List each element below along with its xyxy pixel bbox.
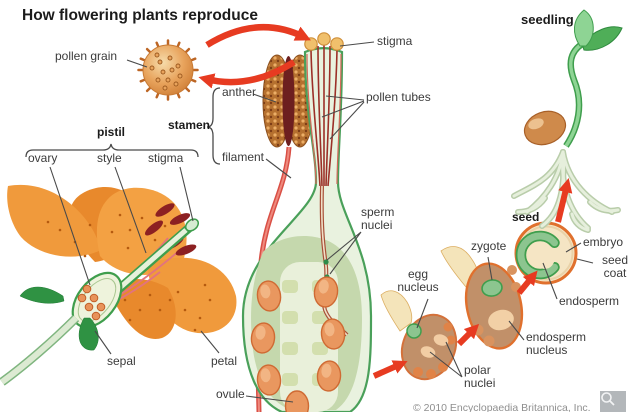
sperm-nucleus-dot xyxy=(323,259,329,265)
pistil-bracket xyxy=(25,143,199,158)
label-embryo: embryo xyxy=(583,235,624,249)
label-style: style xyxy=(97,151,122,165)
seedling-leaf xyxy=(581,26,623,51)
label-ovary: ovary xyxy=(28,151,58,165)
pollen-tubes-shape xyxy=(310,44,338,187)
flower-ovules xyxy=(77,284,106,321)
arrow-anther-to-pollen xyxy=(198,59,296,89)
label-zygote: zygote xyxy=(471,239,507,253)
stigma-lobes xyxy=(304,32,344,51)
label-sperm-nuclei: sperm nuclei xyxy=(361,205,395,233)
ovule-stage-zygote xyxy=(440,246,524,350)
label-seedling: seedling xyxy=(521,12,574,27)
arrow-ovule-to-zygote xyxy=(456,323,480,347)
label-pistil: pistil xyxy=(96,125,125,139)
diagram-title: How flowering plants reproduce xyxy=(22,7,258,24)
ovule1-blobs xyxy=(413,322,456,379)
label-endosperm: endosperm xyxy=(559,294,620,308)
label-ovule: ovule xyxy=(216,387,245,401)
seed-illustration xyxy=(514,221,578,285)
label-pollen-grain: pollen grain xyxy=(55,49,118,63)
label-stigma-top: stigma xyxy=(377,34,413,48)
zygote-shape xyxy=(481,279,503,297)
magnifier-icon xyxy=(601,392,615,406)
stamen-bracket xyxy=(206,87,221,165)
label-polar-nuclei: polar nuclei xyxy=(464,363,496,391)
anther-shape xyxy=(262,54,315,148)
endosperm-nucleus-shape xyxy=(488,309,514,331)
seedling-illustration xyxy=(514,9,623,230)
label-stigma-flower: stigma xyxy=(148,151,184,165)
pollen-grain xyxy=(137,39,199,101)
seedling-leaf xyxy=(574,9,594,47)
sepal-shape xyxy=(78,317,99,351)
arrow-ovary-to-ovule xyxy=(372,360,408,379)
label-filament: filament xyxy=(222,150,265,164)
copyright-text: © 2010 Encyclopaedia Britannica, Inc. xyxy=(413,402,591,412)
flower-stigma xyxy=(184,218,200,232)
label-seed: seed xyxy=(512,210,540,224)
arrow-seed-to-seedling xyxy=(555,178,573,223)
pistil-illustration xyxy=(241,32,373,412)
polar-nucleus xyxy=(433,334,449,346)
ovules xyxy=(250,276,346,412)
egg-nucleus-shape xyxy=(406,323,422,339)
leader-lines xyxy=(49,41,594,403)
seedling-seed xyxy=(523,110,567,146)
label-anther: anther xyxy=(222,85,257,99)
label-pollen-tubes: pollen tubes xyxy=(366,90,431,104)
process-arrows xyxy=(198,23,573,379)
arrow-zygote-to-seed xyxy=(516,270,538,295)
label-sepal: sepal xyxy=(107,354,136,368)
sepal-shape xyxy=(19,286,65,304)
polar-nucleus xyxy=(420,346,436,358)
endosperm-shape xyxy=(535,245,555,269)
label-egg-nucleus: egg nucleus xyxy=(397,267,439,295)
label-stamen: stamen xyxy=(167,118,210,132)
flower-illustration xyxy=(0,184,237,386)
zoom-button[interactable] xyxy=(600,391,626,412)
label-seed-coat: seed coat xyxy=(601,253,629,281)
label-petal: petal xyxy=(211,354,238,368)
petal-dots xyxy=(46,213,212,332)
label-endosperm-nucleus: endosperm nucleus xyxy=(526,330,587,358)
ovule-stage-egg xyxy=(380,290,458,381)
arrow-pollen-to-stigma xyxy=(205,23,312,48)
